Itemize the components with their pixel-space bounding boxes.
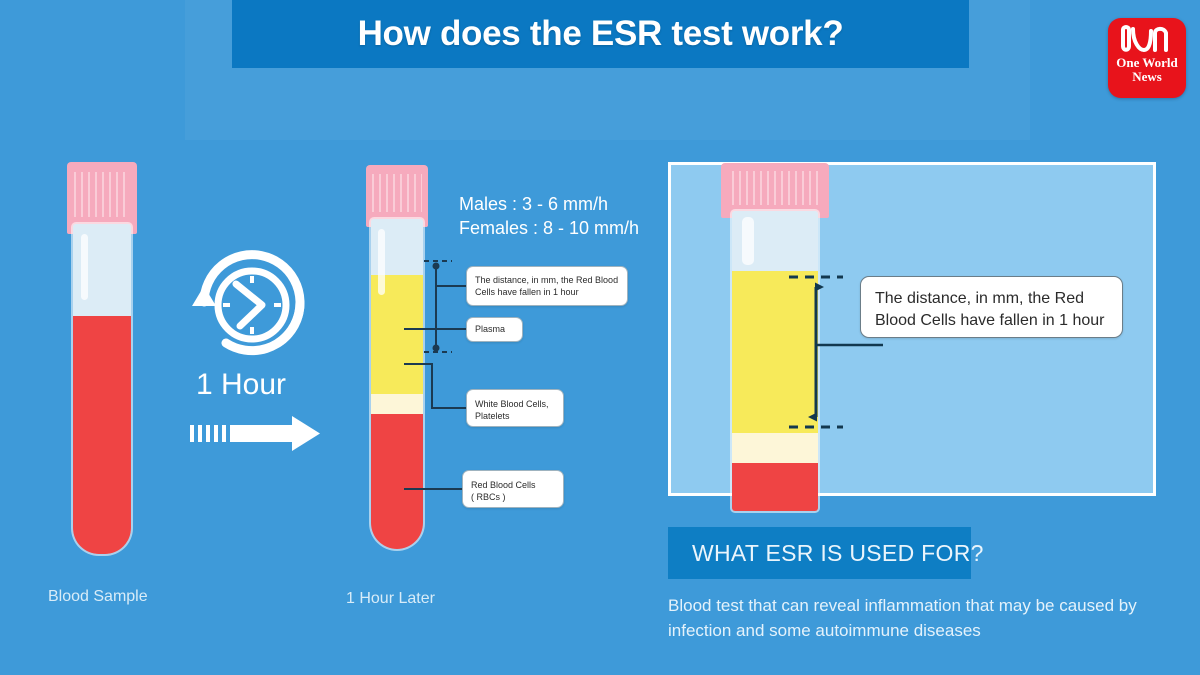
callout-distance-small: The distance, in mm, the Red Blood Cells… (466, 266, 628, 306)
tube-layer-plasma (732, 271, 818, 433)
tube-body (73, 224, 131, 554)
tube-gloss-highlight (378, 228, 385, 295)
callout-distance-text: The distance, in mm, the Red Blood Cells… (475, 274, 619, 297)
logo-text-line2: News (1132, 68, 1162, 84)
logo-text-line1: One World (1116, 55, 1178, 70)
callout-plasma-text: Plasma (475, 324, 506, 335)
callout-wbc-line1: White Blood Cells, (475, 399, 549, 409)
title-banner: How does the ESR test work? (232, 0, 969, 68)
one-hour-later-caption: 1 Hour Later (346, 590, 435, 607)
one-world-news-logo[interactable]: One World News (1108, 18, 1186, 98)
callout-rbc: Red Blood Cells ( RBCs ) (462, 470, 564, 508)
tube-layer-rbc (732, 463, 818, 511)
callout-plasma: Plasma (466, 317, 523, 342)
callout-distance-large-line2: Blood Cells have fallen in 1 hour (875, 311, 1105, 329)
tube-gloss-highlight (742, 217, 755, 265)
tube-cap (721, 163, 829, 218)
tube-body (732, 211, 818, 511)
ow-monogram-icon (1121, 25, 1168, 53)
callout-distance-large: The distance, in mm, the Red Blood Cells… (860, 276, 1123, 338)
motion-arrow-icon (190, 416, 320, 451)
esr-description: Blood test that can reveal inflammation … (668, 596, 1137, 640)
tube-gloss-highlight (81, 233, 89, 300)
males-range: Males : 3 - 6 mm/h (459, 194, 609, 214)
zoom-measurement-overlay (789, 275, 883, 429)
one-hour-later-tube (352, 165, 442, 565)
blood-sample-caption: Blood Sample (48, 588, 148, 605)
one-hour-timer-group (182, 250, 322, 451)
esr-reference-ranges: Males : 3 - 6 mm/h Females : 8 - 10 mm/h (459, 192, 639, 241)
blood-sample-tube (52, 162, 152, 562)
tube-cap (366, 165, 428, 227)
females-range: Females : 8 - 10 mm/h (459, 218, 640, 239)
one-hour-label: 1 Hour (196, 368, 287, 401)
tube-layer-buffy-coat (732, 433, 818, 463)
what-esr-used-for-banner: WHAT ESR IS USED FOR? (668, 527, 983, 579)
page-title: How does the ESR test work? (357, 14, 844, 53)
callout-rbc-line1: Red Blood Cells (471, 480, 536, 490)
tube-layer-buffy-coat (371, 393, 423, 414)
tube-body (371, 219, 423, 549)
callout-wbc-line2: Platelets (475, 411, 510, 422)
zoomed-tube (705, 163, 845, 511)
tube-cap (67, 162, 137, 234)
tube-layer-rbc (371, 413, 423, 549)
callout-wbc-platelets: White Blood Cells, Platelets (466, 389, 564, 427)
tube-layer-blood (73, 316, 131, 554)
callout-rbc-line2: ( RBCs ) (471, 492, 506, 503)
callout-distance-large-line1: The distance, in mm, the Red (875, 290, 1084, 307)
what-esr-used-for-heading: WHAT ESR IS USED FOR? (692, 539, 984, 566)
clock-icon (192, 250, 305, 356)
